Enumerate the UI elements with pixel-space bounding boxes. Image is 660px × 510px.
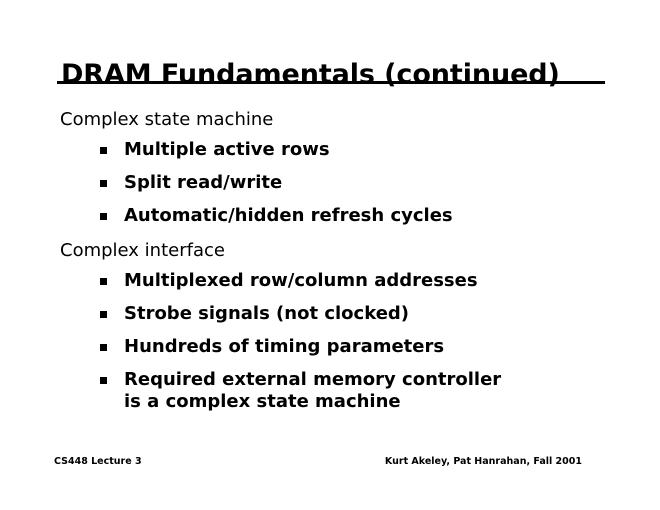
title-divider	[57, 81, 605, 84]
list-item: Multiplexed row/column addresses	[100, 270, 660, 303]
section-heading: Complex state machine	[60, 109, 274, 130]
list-item-label: Automatic/hidden refresh cycles	[124, 205, 453, 226]
list-item: Automatic/hidden refresh cycles	[100, 205, 660, 227]
list-item-label: Split read/write	[124, 172, 283, 193]
section-heading: Complex interface	[60, 240, 225, 261]
section-complex-interface: Complex interface Multiplexed row/column…	[0, 239, 660, 413]
filled-square-bullet-icon	[100, 278, 107, 285]
list-item: Multiple active rows	[100, 139, 660, 172]
list-item-label: Strobe signals (not clocked)	[124, 303, 410, 324]
filled-square-bullet-icon	[100, 213, 107, 220]
list-item-label: Required external memory controller is a…	[124, 369, 502, 412]
filled-square-bullet-icon	[100, 344, 107, 351]
list-item-label: Multiplexed row/column addresses	[124, 270, 478, 291]
section-complex-state-machine: Complex state machine Multiple active ro…	[0, 108, 660, 227]
filled-square-bullet-icon	[100, 147, 107, 154]
list-item: Strobe signals (not clocked)	[100, 303, 660, 336]
page-title: DRAM Fundamentals (continued)	[61, 59, 560, 91]
list-item-label: Hundreds of timing parameters	[124, 336, 445, 357]
list-item: Hundreds of timing parameters	[100, 336, 660, 369]
section-spacer	[0, 227, 660, 239]
filled-square-bullet-icon	[100, 377, 107, 384]
list-item: Split read/write	[100, 172, 660, 205]
footer-authors-label: Kurt Akeley, Pat Hanrahan, Fall 2001	[384, 456, 582, 467]
list-item: Required external memory controller is a…	[100, 369, 660, 413]
filled-square-bullet-icon	[100, 180, 107, 187]
footer-course-label: CS448 Lecture 3	[54, 456, 142, 467]
slide-footer: CS448 Lecture 3 Kurt Akeley, Pat Hanraha…	[0, 455, 660, 475]
bullet-list: Multiple active rows Split read/write Au…	[0, 139, 660, 227]
list-item-label: Multiple active rows	[124, 139, 330, 160]
filled-square-bullet-icon	[100, 311, 107, 318]
bullet-list: Multiplexed row/column addresses Strobe …	[0, 270, 660, 413]
slide-body: Complex state machine Multiple active ro…	[0, 108, 660, 413]
